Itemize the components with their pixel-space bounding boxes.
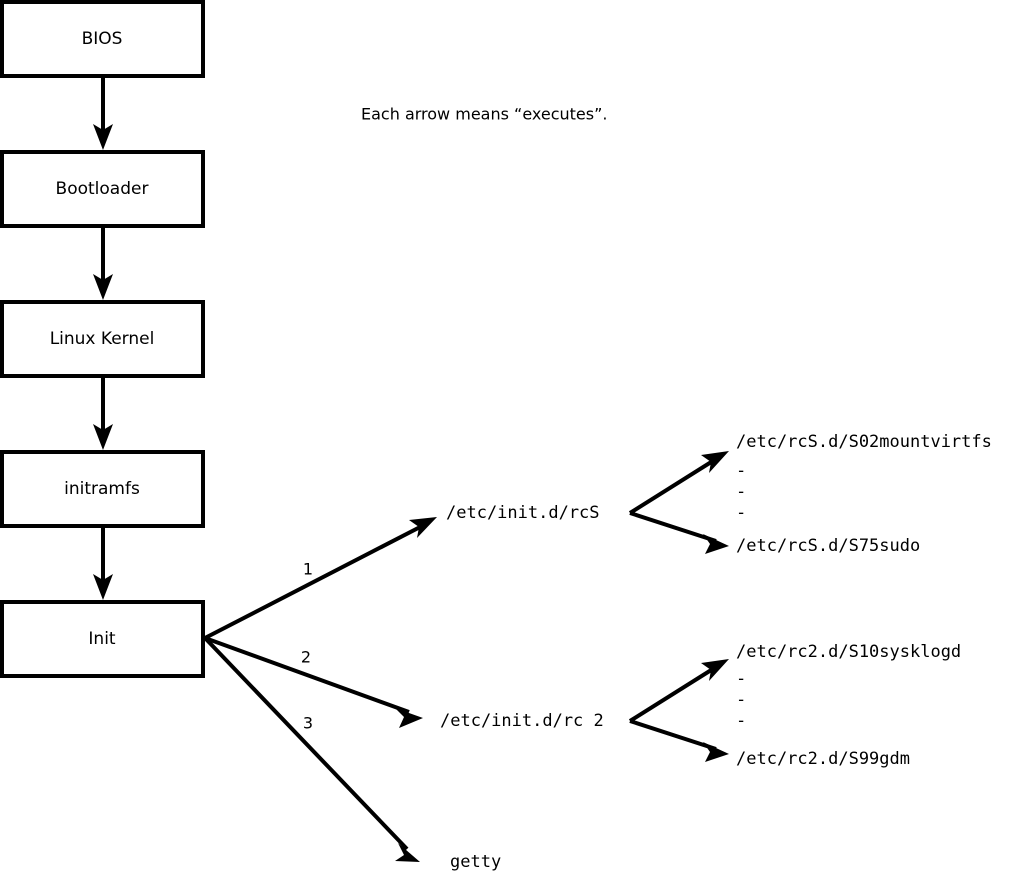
arrowhead-branch-3 [395,843,420,862]
branch-3-init-to-getty: 3 [203,636,420,862]
box-initramfs[interactable]: initramfs [0,450,205,528]
diagram-caption: Each arrow means “executes”. [361,105,607,124]
arrow-bootloader-to-kernel [93,226,113,300]
arrow-initramfs-to-init [93,526,113,600]
rcS-ellipsis-dash-1: - [736,461,746,481]
label-rc2-first-script[interactable]: /etc/rc2.d/S10sysklogd [736,642,961,662]
box-linux-kernel-label: Linux Kernel [50,329,155,349]
box-initramfs-label: initramfs [64,479,140,499]
branch-1-number: 1 [303,560,313,579]
label-rcS-first-script[interactable]: /etc/rcS.d/S02mountvirtfs [736,432,992,452]
arrowhead-rcS-last [703,534,729,554]
box-linux-kernel[interactable]: Linux Kernel [0,300,205,378]
label-init-d-rc-2[interactable]: /etc/init.d/rc 2 [440,711,604,731]
box-init-label: Init [88,629,116,649]
box-linux-kernel-rect [0,300,205,378]
arrowhead-rc2-first [701,659,729,681]
box-bootloader-label: Bootloader [56,179,149,199]
rc2-ellipsis-dash-3: - [736,711,746,731]
arrowhead-rc2-last [703,742,729,762]
arrowhead-bootloader-kernel [93,274,113,300]
rc2-ellipsis-dash-2: - [736,690,746,710]
arrowhead-kernel-initramfs [93,424,113,450]
label-rc2-last-script[interactable]: /etc/rc2.d/S99gdm [736,749,910,769]
label-init-d-rcS[interactable]: /etc/init.d/rcS [446,503,600,523]
arrowhead-bios-bootloader [93,124,113,150]
fanout-rcS [628,451,729,554]
branch-3-number: 3 [303,714,313,733]
arrowhead-rcS-first [701,451,729,473]
rcS-ellipsis-dash-3: - [736,503,746,523]
box-bios[interactable]: BIOS [0,0,205,78]
arrow-bios-to-bootloader [93,76,113,150]
rcS-ellipsis-dash-2: - [736,482,746,502]
branch-2-init-to-rc2: 2 [204,636,423,728]
label-getty[interactable]: getty [450,852,501,872]
box-init-rect [0,600,205,678]
arrowhead-initramfs-init [93,574,113,600]
box-bios-label: BIOS [82,29,123,49]
arrowhead-branch-1 [409,517,437,538]
label-rcS-last-script[interactable]: /etc/rcS.d/S75sudo [736,536,920,556]
box-bootloader[interactable]: Bootloader [0,150,205,228]
rc2-ellipsis-dash-1: - [736,669,746,689]
arrowhead-branch-2 [395,708,423,728]
box-bootloader-rect [0,150,205,228]
box-init[interactable]: Init [0,600,205,678]
branch-2-number: 2 [301,648,311,667]
arrow-kernel-to-initramfs [93,376,113,450]
fanout-rc2 [628,659,729,762]
branch-1-init-to-rcS: 1 [204,517,437,640]
box-bios-rect [0,0,205,78]
